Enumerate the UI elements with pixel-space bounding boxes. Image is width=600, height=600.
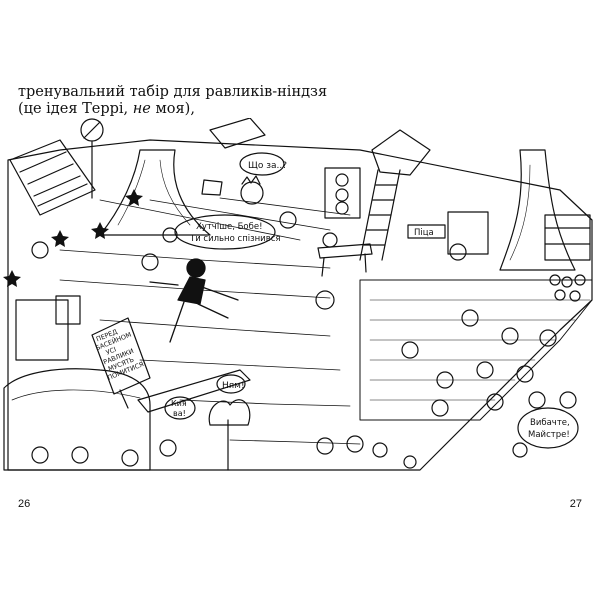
bubble-what-shape (239, 152, 285, 176)
pool (3, 368, 151, 471)
wash-station (15, 295, 81, 361)
sign-post (91, 317, 151, 409)
bubble-pizza-shape (407, 224, 446, 239)
stairs (9, 139, 96, 216)
dumbbell-rack (544, 214, 591, 302)
page-caption: тренувальний табір для равликів-ніндзя (… (18, 84, 327, 118)
bubble-kiya-shape (164, 396, 196, 420)
page-number-left: 26 (18, 498, 31, 510)
bubble-faster-line2: Ти сильно спізнився (189, 234, 281, 244)
ninja-snail-camp-illustration: Що за..? Хутчіше, Бобе! Ти сильно спізни… (3, 118, 593, 471)
ladder (359, 169, 401, 261)
left-tree (99, 118, 266, 236)
right-tree (371, 129, 576, 271)
star-decorations (3, 189, 143, 287)
bubble-yum-shape (216, 374, 246, 394)
bubble-master-shape (517, 407, 579, 449)
caption-line-2-emphasis: не (132, 101, 151, 117)
footbridge (137, 369, 251, 413)
bubble-what-text: Що за..? (248, 161, 287, 171)
weight-rack (324, 167, 361, 219)
deck-outline (7, 139, 593, 471)
grass-area (359, 279, 593, 421)
bubble-kiya-line1: Кия (171, 399, 187, 408)
bubble-yum-text: Ням! (222, 381, 245, 391)
bubble-master-line1: Вибачте, (530, 418, 570, 428)
caption-line-2-prefix: (це ідея Террі, (18, 101, 133, 117)
small-tree (208, 399, 251, 471)
grass-hatching (369, 299, 591, 401)
boy-peeking (201, 175, 264, 205)
bubble-master-line2: Майстре! (528, 430, 570, 440)
sign-line-3: УСІ (105, 345, 118, 356)
page-number-right: 27 (569, 498, 582, 510)
ninja-figure (149, 258, 239, 343)
bubble-kiya-line2: ва! (173, 409, 186, 418)
caption-line-1: тренувальний табір для равликів-ніндзя (18, 84, 328, 100)
bench (317, 243, 373, 277)
bubble-faster-shape (174, 214, 276, 250)
crate (447, 211, 489, 255)
bubble-faster-line1: Хутчіше, Бобе! (196, 222, 263, 232)
bubble-pizza-text: Піца (414, 228, 434, 238)
caption-line-2-suffix: моя), (150, 101, 195, 117)
deck-planks (59, 197, 361, 445)
no-entry-sign (80, 118, 104, 199)
caption-line-2: (це ідея Террі, не моя), (18, 101, 327, 118)
snails-group (31, 211, 577, 469)
